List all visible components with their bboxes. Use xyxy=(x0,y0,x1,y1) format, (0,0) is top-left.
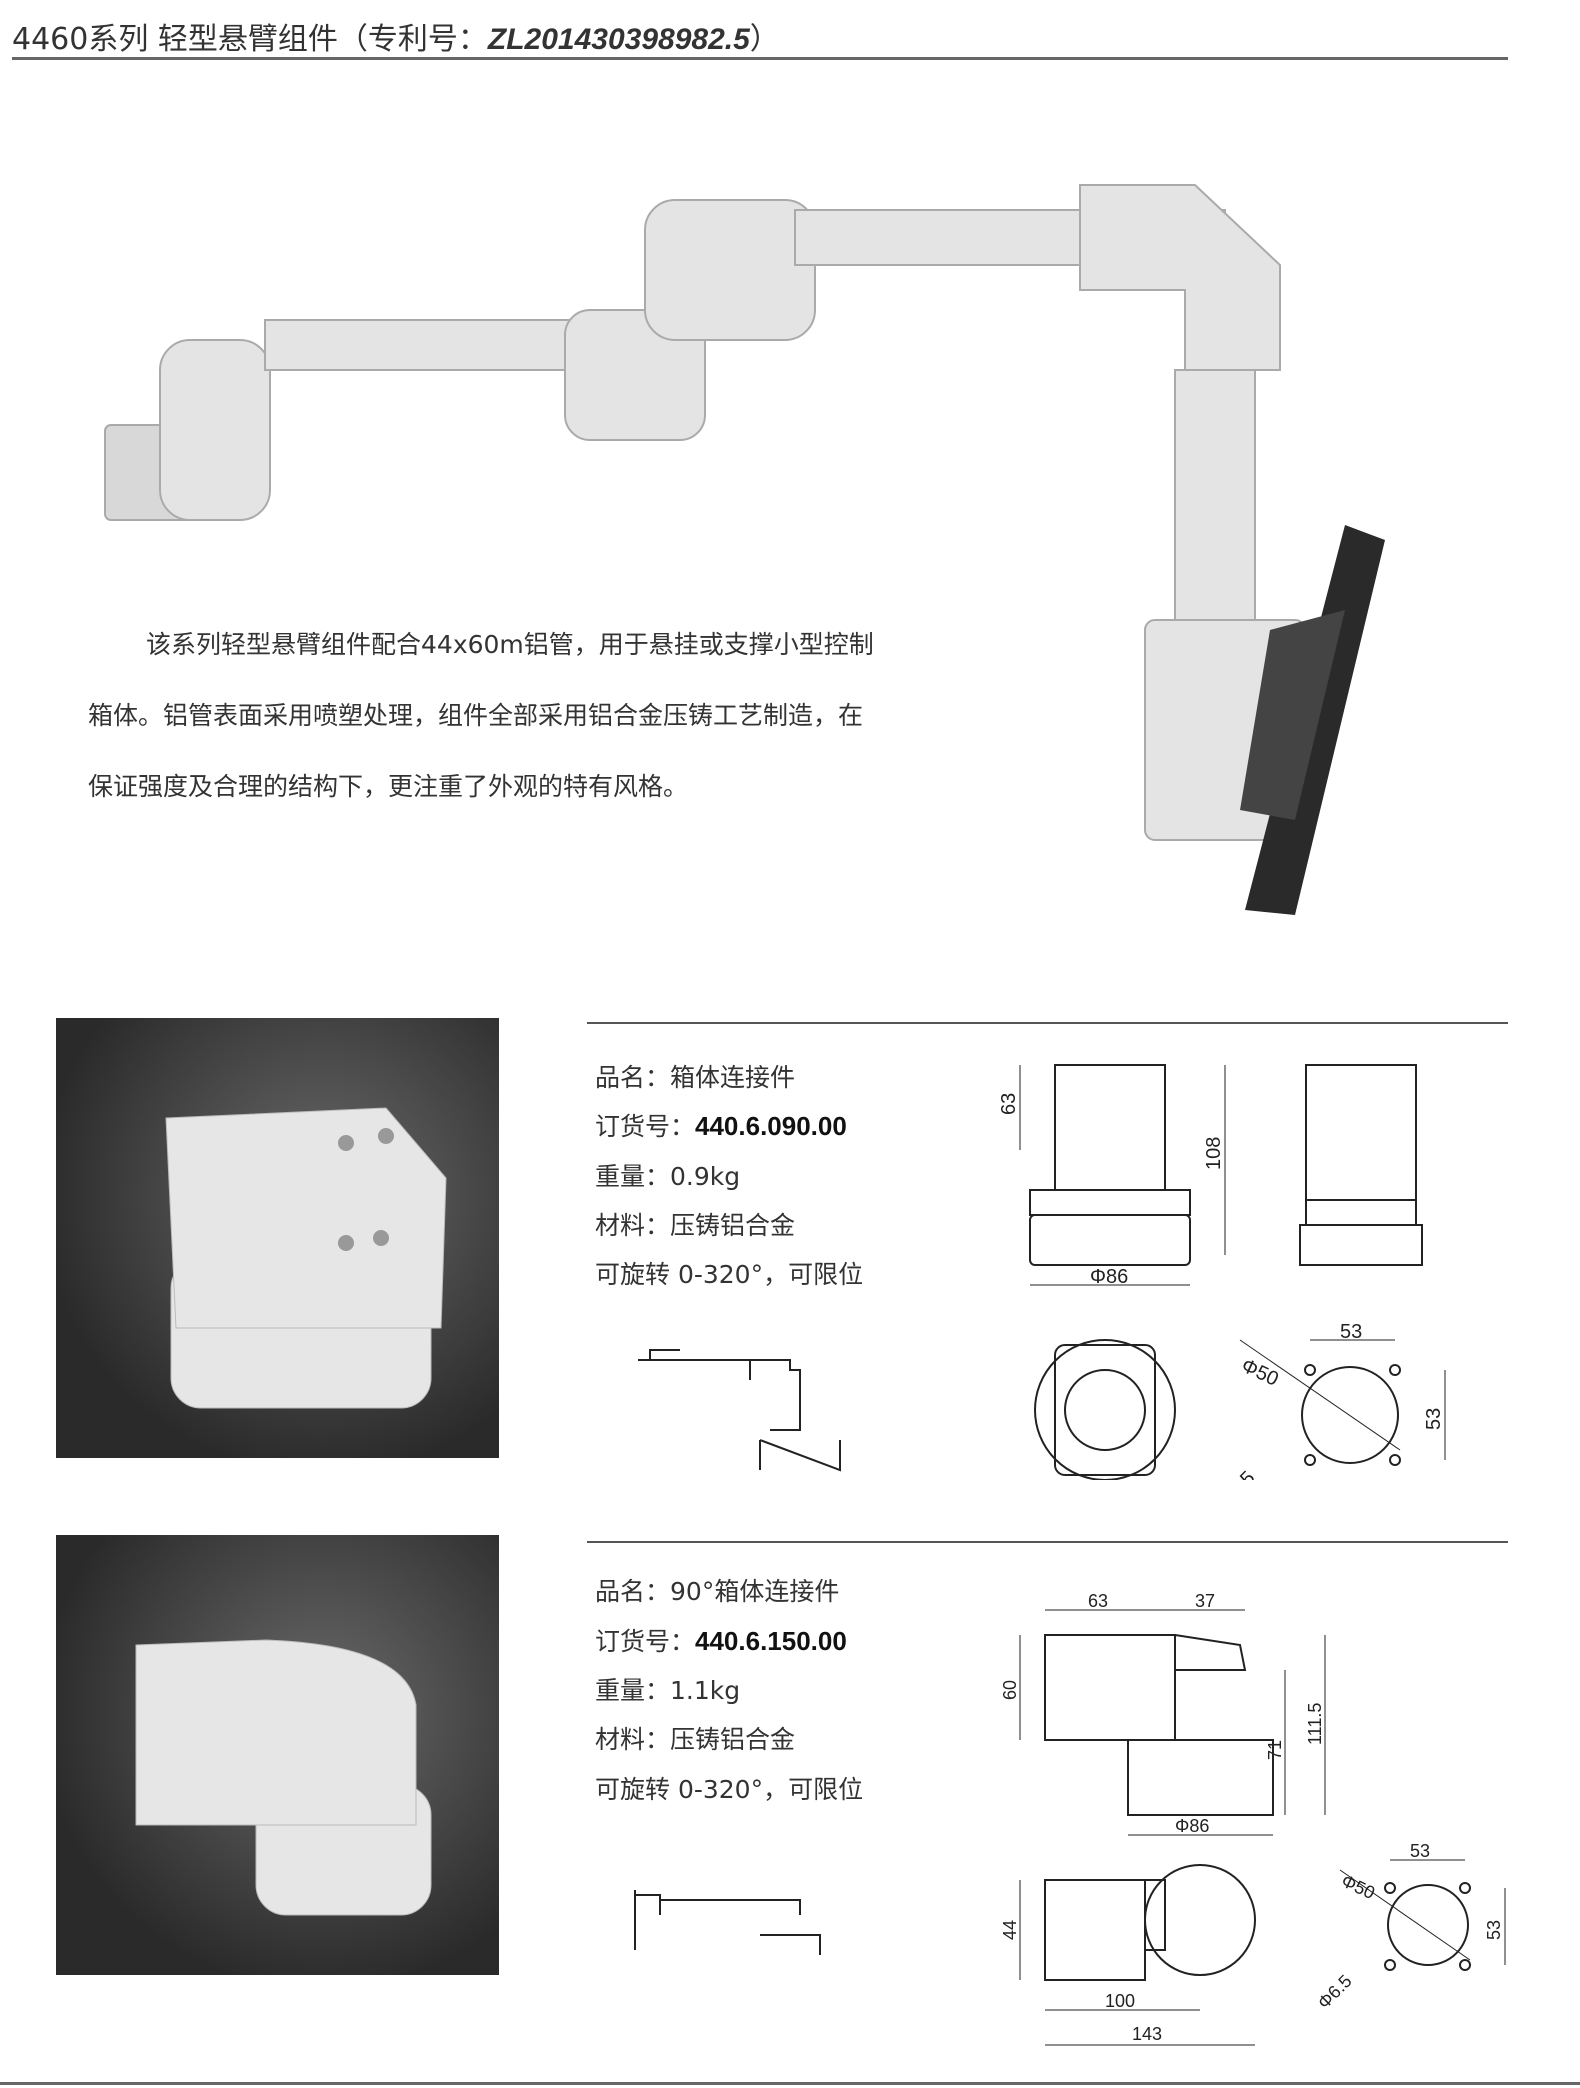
svg-text:Φ50: Φ50 xyxy=(1338,1870,1378,1903)
svg-text:Φ50: Φ50 xyxy=(1238,1355,1282,1391)
order-number: 订货号：440.6.150.00 xyxy=(595,1626,847,1656)
svg-text:63: 63 xyxy=(998,1093,1020,1115)
svg-text:111.5: 111.5 xyxy=(1305,1703,1325,1745)
header-divider xyxy=(12,57,1508,60)
material: 材料：压铸铝合金 xyxy=(595,1211,796,1240)
section-divider xyxy=(587,1541,1508,1543)
order-number: 订货号：440.6.090.00 xyxy=(595,1111,847,1141)
product-photo xyxy=(56,1535,499,1975)
footer-divider xyxy=(0,2082,1580,2085)
svg-text:100: 100 xyxy=(1105,1991,1135,2011)
svg-text:71: 71 xyxy=(1265,1740,1285,1760)
weight: 重量：1.1kg xyxy=(595,1676,741,1705)
product-photo xyxy=(56,1018,499,1458)
svg-text:Φ6.5: Φ6.5 xyxy=(1213,1467,1260,1480)
svg-text:143: 143 xyxy=(1132,2024,1162,2044)
product-name: 品名：箱体连接件 xyxy=(595,1063,796,1092)
svg-text:37: 37 xyxy=(1195,1591,1215,1611)
svg-text:53: 53 xyxy=(1340,1321,1362,1343)
intro-line: 箱体。铝管表面采用喷塑处理，组件全部采用铝合金压铸工艺制造，在 xyxy=(88,701,864,730)
svg-text:53: 53 xyxy=(1423,1408,1445,1430)
page-title: 4460系列 轻型悬臂组件（专利号：ZL201430398982.5） xyxy=(12,22,780,57)
cantilever-arm-image xyxy=(104,184,1385,915)
intro-line: 该系列轻型悬臂组件配合44x60m铝管，用于悬挂或支撑小型控制 xyxy=(146,630,874,659)
section-divider xyxy=(587,1022,1508,1024)
rotation: 可旋转 0-320°，可限位 xyxy=(595,1775,864,1804)
intro-line: 保证强度及合理的结构下，更注重了外观的特有风格。 xyxy=(88,772,689,801)
svg-text:Φ86: Φ86 xyxy=(1090,1266,1128,1288)
svg-text:Φ86: Φ86 xyxy=(1175,1816,1209,1836)
material: 材料：压铸铝合金 xyxy=(595,1725,796,1754)
svg-text:63: 63 xyxy=(1088,1591,1108,1611)
svg-text:53: 53 xyxy=(1484,1920,1504,1940)
patent-number: ZL201430398982.5 xyxy=(487,23,750,56)
svg-text:44: 44 xyxy=(1000,1920,1020,1940)
svg-text:Φ6.5: Φ6.5 xyxy=(1314,1971,1356,2013)
weight: 重量：0.9kg xyxy=(595,1162,741,1191)
technical-drawing: 63 37 60 71 111.5 Φ86 53 Φ50 44 53 Φ6.5 … xyxy=(634,1591,1506,2046)
rotation: 可旋转 0-320°，可限位 xyxy=(595,1260,864,1289)
svg-text:60: 60 xyxy=(1000,1680,1020,1700)
technical-drawing: 63 108 Φ86 53 Φ50 53 Φ6.5 xyxy=(638,1064,1446,1480)
product-name: 品名：90°箱体连接件 xyxy=(595,1577,840,1606)
svg-text:108: 108 xyxy=(1203,1137,1225,1170)
svg-text:53: 53 xyxy=(1410,1841,1430,1861)
